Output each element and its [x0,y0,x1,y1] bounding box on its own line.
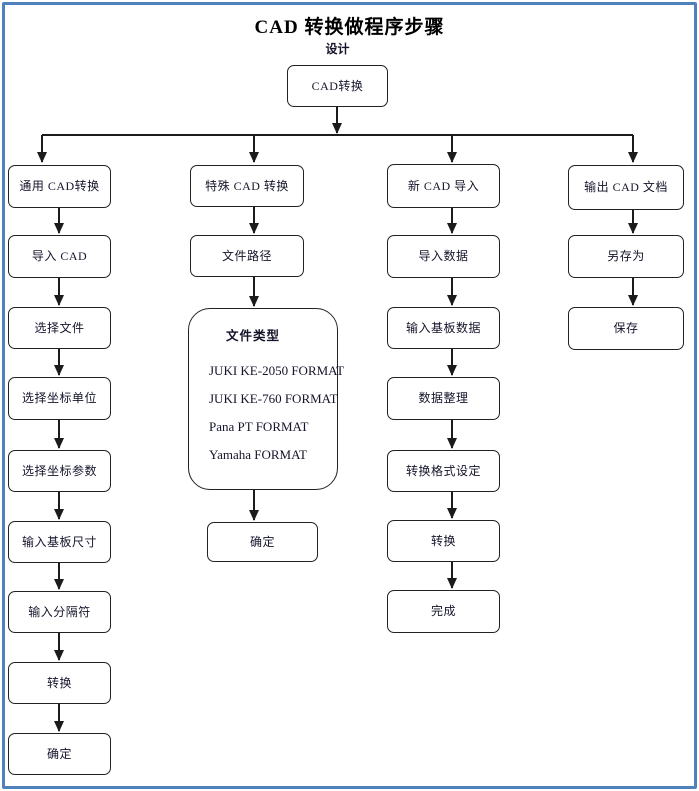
node-select-file: 选择文件 [8,307,111,349]
node-general-cad-conversion: 通用 CAD转换 [8,165,111,208]
node-select-coordinate-parameters: 选择坐标参数 [8,450,111,492]
connector-branch-bar [37,134,638,163]
file-type-item-juki-ke760: JUKI KE-760 FORMAT [209,391,338,406]
node-output-cad-document: 输出 CAD 文档 [568,165,684,210]
file-type-item-pana-pt: Pana PT FORMAT [209,419,309,434]
node-confirm-special: 确定 [207,522,318,562]
node-file-path: 文件路径 [190,235,304,277]
node-special-cad-conversion: 特殊 CAD 转换 [190,165,304,207]
file-type-item-juki-ke2050: JUKI KE-2050 FORMAT [209,363,345,378]
node-select-coordinate-unit: 选择坐标单位 [8,377,111,420]
node-cad-conversion-root: CAD转换 [287,65,388,107]
node-confirm-general: 确定 [8,733,111,775]
node-conversion-format-setting: 转换格式设定 [387,450,500,492]
node-convert-new-import: 转换 [387,520,500,562]
node-enter-board-size: 输入基板尺寸 [8,521,111,563]
node-enter-board-data: 输入基板数据 [387,307,500,349]
node-data-arrangement: 数据整理 [387,377,500,420]
node-import-data: 导入数据 [387,235,500,278]
node-convert-general: 转换 [8,662,111,704]
node-finish: 完成 [387,590,500,633]
node-import-cad: 导入 CAD [8,235,111,278]
page-title: CAD 转换做程序步骤 [254,17,445,38]
node-save-as: 另存为 [568,235,684,278]
node-save: 保存 [568,307,684,350]
node-new-cad-import: 新 CAD 导入 [387,164,500,208]
node-file-type-list: 文件类型 JUKI KE-2050 FORMAT JUKI KE-760 FOR… [188,308,345,490]
file-type-heading: 文件类型 [226,329,281,343]
file-type-item-yamaha: Yamaha FORMAT [209,447,307,462]
design-label: 设计 [325,42,350,56]
node-enter-delimiter: 输入分隔符 [8,591,111,633]
